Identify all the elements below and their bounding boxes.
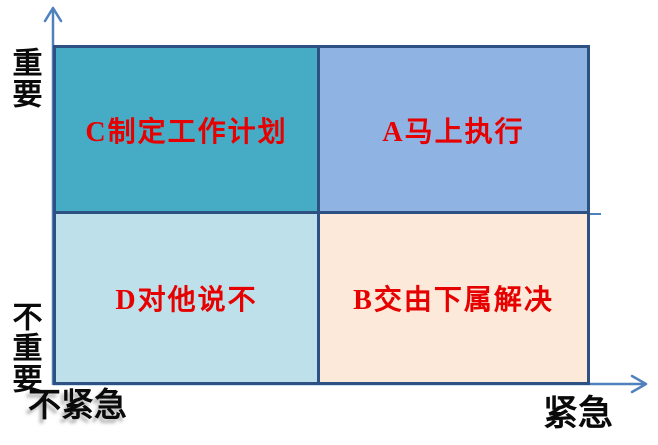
quadrant-d-label: D对他说不 <box>115 285 258 316</box>
x-axis-label-not-urgent: 不紧急 <box>28 388 127 424</box>
x-axis-arrowhead-icon <box>630 374 648 394</box>
quadrant-a-label: A马上执行 <box>382 116 525 148</box>
y-axis-label-not-important: 不重要 <box>7 301 41 394</box>
quadrant-d-say-no: D对他说不 <box>56 214 320 382</box>
y-axis-arrowhead-icon <box>43 6 63 23</box>
y-axis-label-important: 重要 <box>7 47 41 109</box>
x-axis-label-urgent: 紧急 <box>543 394 614 433</box>
quadrant-a-do-immediately: A马上执行 <box>320 48 587 214</box>
matrix-grid: C制定工作计划 A马上执行 D对他说不 B交由下属解决 <box>53 45 590 385</box>
quadrant-b-label: B交由下属解决 <box>353 285 554 316</box>
quadrant-b-delegate: B交由下属解决 <box>320 214 587 382</box>
quadrant-c-make-work-plan: C制定工作计划 <box>56 48 320 214</box>
quadrant-c-label: C制定工作计划 <box>85 116 288 148</box>
